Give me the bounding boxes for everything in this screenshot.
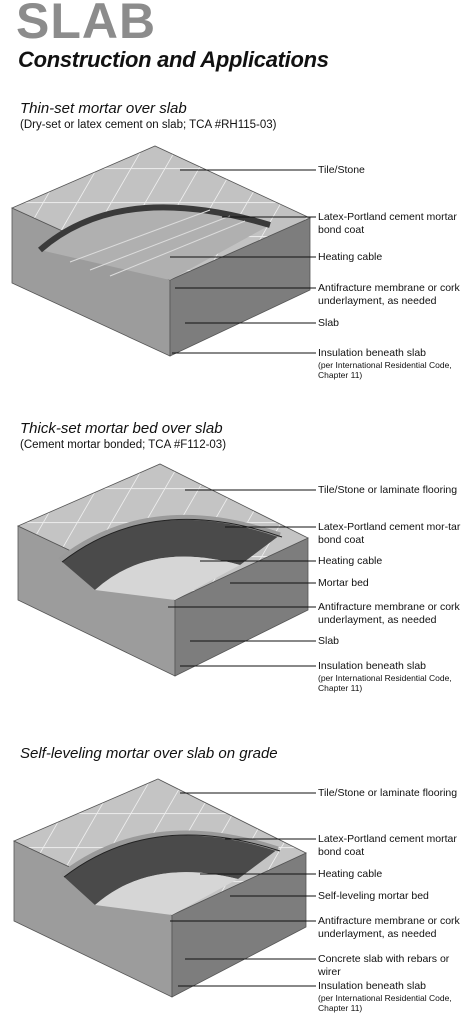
label-heating-cable: Heating cable xyxy=(318,868,383,880)
mortar-bed-layer xyxy=(60,517,280,590)
label-heating-cable: Heating cable xyxy=(318,555,383,567)
label-tile-stone: Tile/Stone or laminate flooring xyxy=(318,787,458,799)
heating-cable-band xyxy=(58,514,281,562)
membrane-layer xyxy=(40,207,270,280)
antifracture-layer xyxy=(95,556,240,600)
label-tile-stone: Tile/Stone or laminate flooring xyxy=(318,484,458,496)
label-bond-coat: Latex-Portland cement mortar bond coat xyxy=(318,211,457,236)
label-bond-coat: Latex-Portland cement mortar bond coat xyxy=(318,833,457,858)
label-membrane: Antifracture membrane or cork underlayme… xyxy=(318,601,460,626)
section-subtitle: (Cement mortar bonded; TCA #F112-03) xyxy=(20,439,227,451)
label-membrane: Antifracture membrane or cork underlayme… xyxy=(318,915,460,940)
label-insulation: Insulation beneath slab (per Internation… xyxy=(318,347,468,380)
slab-diagram-thick-set xyxy=(17,463,316,677)
label-insulation-note: (per International Residential Code, Cha… xyxy=(318,992,452,1013)
label-slab: Slab xyxy=(318,317,340,329)
section-title: Thin-set mortar over slab xyxy=(20,100,187,117)
label-insulation-note: (per International Residential Code, Cha… xyxy=(318,672,452,693)
label-slab: Slab xyxy=(318,635,340,647)
section-title: Thick-set mortar bed over slab xyxy=(20,420,223,437)
label-insulation-text: Insulation beneath slab xyxy=(318,660,426,672)
label-bond-coat: Latex-Portland cement mor-tar bond coat xyxy=(318,521,461,546)
section-thick-set: Thick-set mortar bed over slab (Cement m… xyxy=(0,420,468,710)
heating-cable-band xyxy=(60,830,279,877)
label-heating-cable: Heating cable xyxy=(318,251,383,263)
label-insulation-text: Insulation beneath slab xyxy=(318,347,426,359)
section-subtitle: (Dry-set or latex cement on slab; TCA #R… xyxy=(20,119,277,131)
self-leveling-mortar-layer xyxy=(62,832,278,905)
section-title: Self-leveling mortar over slab on grade xyxy=(20,745,278,762)
slab-diagram-thin-set xyxy=(11,145,316,357)
label-insulation-note: (per International Residential Code, Cha… xyxy=(318,359,452,380)
heating-cable-band xyxy=(38,204,271,253)
label-tile-stone: Tile/Stone xyxy=(318,164,365,176)
page-subtitle: Construction and Applications xyxy=(18,47,329,72)
label-insulation: Insulation beneath slab (per Internation… xyxy=(318,660,468,693)
label-concrete-slab: Concrete slab with rebars or wirer xyxy=(318,953,450,978)
section-thin-set: Thin-set mortar over slab (Dry-set or la… xyxy=(0,100,468,390)
label-membrane: Antifracture membrane or cork underlayme… xyxy=(318,282,460,307)
label-insulation-text: Insulation beneath slab xyxy=(318,980,426,992)
main-title: SLAB xyxy=(16,0,157,49)
label-self-leveling-bed: Self-leveling mortar bed xyxy=(318,890,429,902)
label-mortar-bed: Mortar bed xyxy=(318,577,369,589)
section-self-leveling: Self-leveling mortar over slab on grade … xyxy=(0,745,468,1020)
antifracture-layer xyxy=(95,872,238,915)
slab-diagram-self-leveling xyxy=(13,778,316,998)
label-insulation: Insulation beneath slab (per Internation… xyxy=(318,980,468,1013)
